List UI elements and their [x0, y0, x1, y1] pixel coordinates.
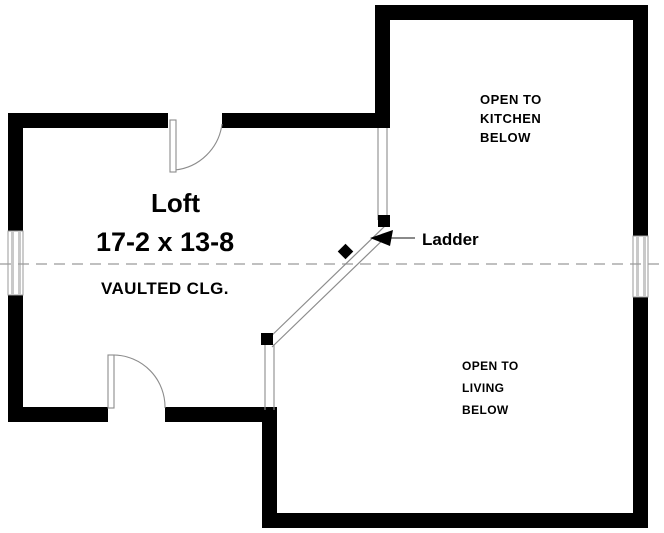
wall-top-left-segment-a [8, 113, 168, 128]
room-name-label: Loft [151, 188, 200, 218]
ladder-label: Ladder [422, 230, 479, 249]
wall-bottom-left-segment-a [8, 407, 108, 422]
wall-bottom-right-wing [262, 513, 648, 528]
open-to-kitchen-line-3: BELOW [480, 130, 531, 145]
wall-group [8, 5, 648, 528]
room-dimensions-label: 17-2 x 13-8 [96, 227, 234, 257]
wall-top-right-wing [375, 5, 648, 20]
wall-left-lower [8, 295, 23, 422]
open-to-living-line-3: BELOW [462, 403, 509, 417]
railing-lower [264, 344, 275, 410]
wall-bottom-left-segment-b [165, 407, 277, 422]
window-left [7, 230, 24, 296]
wall-divider-lower [262, 407, 277, 520]
window-right [632, 235, 649, 298]
wall-right-lower [633, 297, 648, 528]
ladder-graphic[interactable] [261, 215, 393, 348]
vaulted-ceiling-label: VAULTED CLG. [101, 279, 229, 298]
ladder-node-top [378, 215, 390, 227]
ladder-node-bottom [261, 333, 273, 345]
door-bottom[interactable] [107, 354, 166, 409]
open-to-kitchen-line-1: OPEN TO [480, 92, 542, 107]
wall-divider-upper [375, 5, 390, 128]
ladder-leader [370, 230, 415, 246]
open-to-living-line-1: OPEN TO [462, 359, 519, 373]
railing-upper [377, 128, 388, 220]
ladder-direction-marker [337, 243, 354, 260]
door-top[interactable] [169, 119, 223, 173]
open-to-kitchen-line-2: KITCHEN [480, 111, 541, 126]
open-to-living-line-2: LIVING [462, 381, 504, 395]
wall-top-left-segment-b [222, 113, 390, 128]
wall-left-upper [8, 113, 23, 231]
wall-right-upper [633, 5, 648, 236]
